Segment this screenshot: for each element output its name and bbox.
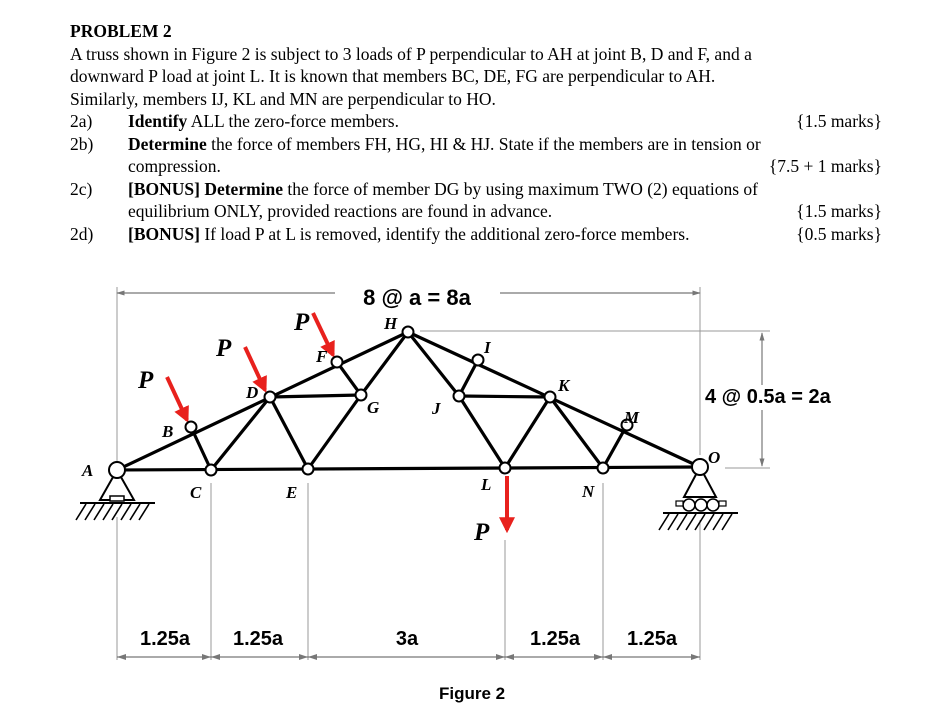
question-lead: Identify <box>128 111 188 131</box>
joint-label-m: M <box>623 408 640 427</box>
load-arrows <box>165 312 515 534</box>
question-2d: 2d) [BONUS] If load P at L is removed, i… <box>70 223 882 246</box>
joint-label-n: N <box>581 482 595 501</box>
dim-ln: 1.25a <box>530 628 581 650</box>
member-bottom-chord <box>115 465 702 472</box>
member-kn <box>548 395 605 470</box>
member-de <box>268 395 310 471</box>
question-2a: 2a) Identify ALL the zero-force members.… <box>70 110 882 133</box>
load-arrow-b <box>165 376 189 423</box>
member-ij <box>457 358 480 398</box>
roller-support-o <box>658 464 738 531</box>
intro-line-2: downward P load at joint L. It is known … <box>70 66 716 86</box>
dim-ce: 1.25a <box>233 628 284 650</box>
member-jl <box>457 394 507 470</box>
question-text: If load P at L is removed, identify the … <box>199 223 690 244</box>
question-text-cont: compression. <box>128 156 221 176</box>
intro-line-3: Similarly, members IJ, KL and MN are per… <box>70 88 496 109</box>
question-lead: [BONUS] <box>128 223 200 244</box>
question-number: 2b) <box>70 133 94 154</box>
joint-label-b: B <box>161 422 173 441</box>
load-label-l: P <box>473 519 490 546</box>
joint-label-c: C <box>190 483 202 502</box>
question-marks: {1.5 marks} <box>796 201 882 221</box>
side-dimension-label: 4 @ 0.5a = 2a <box>705 386 832 408</box>
joint-i <box>471 353 485 367</box>
joint-label-j: J <box>431 399 441 418</box>
member-gh <box>359 330 410 397</box>
load-label-d: P <box>215 335 232 362</box>
load-label-b: P <box>137 367 154 394</box>
problem-title: PROBLEM 2 <box>70 21 172 41</box>
top-dimension-label: 8 @ a = 8a <box>363 285 471 310</box>
joint-label-h: H <box>383 314 398 333</box>
joint-l <box>498 461 512 475</box>
joint-label-g: G <box>367 398 380 417</box>
truss-joints <box>108 325 709 479</box>
question-number: 2c) <box>70 178 93 199</box>
joint-h <box>401 325 415 339</box>
member-jk <box>457 394 552 399</box>
load-arrow-f <box>311 312 335 358</box>
question-lead: Determine <box>128 133 207 154</box>
question-marks: {0.5 marks} <box>796 223 882 244</box>
joint-c <box>204 463 218 477</box>
question-2b: 2b) Determine the force of members FH, H… <box>70 133 882 178</box>
dim-no: 1.25a <box>627 628 678 650</box>
joint-k <box>543 390 557 404</box>
member-bc <box>189 425 213 472</box>
joint-d <box>263 390 277 404</box>
question-marks: {7.5 + 1 marks} <box>768 156 882 176</box>
extension-lines <box>116 287 770 660</box>
joint-e <box>301 462 315 476</box>
joint-label-a: A <box>81 461 93 480</box>
top-dimension: 8 @ a = 8a <box>116 285 701 310</box>
dim-ac: 1.25a <box>140 628 191 650</box>
question-text: the force of members FH, HG, HI & HJ. St… <box>206 133 761 154</box>
joint-f <box>330 355 344 369</box>
figure-caption: Figure 2 <box>439 684 506 703</box>
question-number: 2d) <box>70 223 94 244</box>
joint-m <box>620 418 634 432</box>
joint-label-i: I <box>483 338 492 357</box>
question-text: ALL the zero-force members. <box>187 111 399 131</box>
pin-support-a <box>75 467 155 521</box>
question-text: the force of member DG by using maximum … <box>283 178 759 199</box>
member-top-chord-left <box>115 330 410 472</box>
side-dimension: 4 @ 0.5a = 2a <box>705 332 832 467</box>
joint-b <box>184 420 198 434</box>
joint-label-e: E <box>285 483 297 502</box>
question-text-cont: equilibrium ONLY, provided reactions are… <box>128 201 553 221</box>
member-mn <box>601 423 629 470</box>
question-lead: [BONUS] Determine <box>128 178 284 199</box>
member-cd <box>209 395 272 472</box>
joint-label-k: K <box>557 376 571 395</box>
member-fg <box>335 360 363 397</box>
joint-g <box>354 388 368 402</box>
question-2c: 2c) [BONUS] Determine the force of membe… <box>70 178 882 223</box>
joint-label-l: L <box>480 475 491 494</box>
dim-el: 3a <box>396 628 419 650</box>
member-hj <box>406 330 461 398</box>
truss-members <box>115 330 702 472</box>
member-eg <box>306 393 363 471</box>
question-number: 2a) <box>70 111 93 131</box>
problem-statement: PROBLEM 2 A truss shown in Figure 2 is s… <box>70 20 882 245</box>
member-dg <box>268 393 363 399</box>
member-kl <box>503 395 552 470</box>
joint-n <box>596 461 610 475</box>
intro-line-1: A truss shown in Figure 2 is subject to … <box>70 43 752 64</box>
joint-j <box>452 389 466 403</box>
joint-o <box>691 458 709 476</box>
joint-label-o: O <box>708 448 720 467</box>
joint-label-d: D <box>245 383 258 402</box>
joint-a <box>108 461 126 479</box>
bottom-dimension: 1.25a 1.25a 3a 1.25a 1.25a <box>117 628 700 660</box>
joint-label-f: F <box>315 347 328 366</box>
load-label-f: P <box>293 309 310 336</box>
question-marks: {1.5 marks} <box>796 111 882 131</box>
load-arrow-d <box>243 346 267 393</box>
